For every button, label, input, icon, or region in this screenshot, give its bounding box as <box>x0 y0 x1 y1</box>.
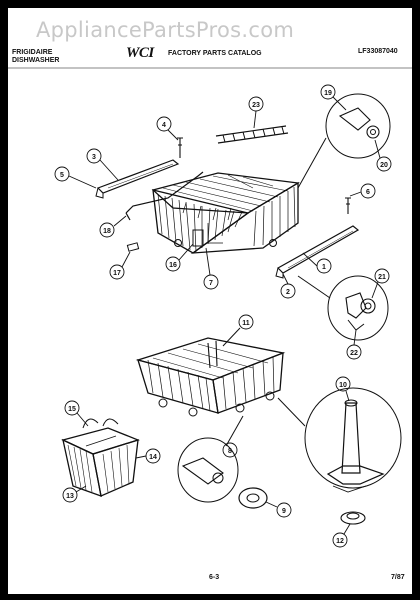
part-16-bracket <box>192 229 204 247</box>
callout-5: 5 <box>54 166 97 189</box>
callout-21-label: 21 <box>378 274 386 281</box>
callout-4: 4 <box>156 116 179 141</box>
diagram-sheet: AppliancePartsPros.com FRIGIDAIRE DISHWA… <box>8 8 412 594</box>
part-12-cap <box>340 511 366 525</box>
parts-diagram: 1 2 3 4 <box>8 67 412 548</box>
callout-6-label: 6 <box>366 189 370 196</box>
callout-17-label: 17 <box>113 270 121 277</box>
callout-4-label: 4 <box>162 122 166 129</box>
part-6-stud <box>345 197 351 214</box>
callout-19: 19 <box>320 84 347 111</box>
callout-6: 6 <box>349 183 376 199</box>
page-number: 6-3 <box>209 574 220 581</box>
part-23-cup-shelf <box>215 125 289 144</box>
callout-13-label: 13 <box>66 493 74 500</box>
callout-22-label: 22 <box>350 350 358 357</box>
callout-16-label: 16 <box>169 262 177 269</box>
brand-line-1: FRIGIDAIRE <box>12 49 53 56</box>
model-number: LF33087040 <box>358 48 398 55</box>
callout-8: 8 <box>222 442 238 458</box>
callout-2-label: 2 <box>286 289 290 296</box>
callout-19-label: 19 <box>324 90 332 97</box>
wash-tower <box>277 387 402 493</box>
silverware-basket <box>61 418 140 497</box>
callout-9: 9 <box>265 501 292 518</box>
callout-18: 18 <box>99 215 127 238</box>
callout-11-label: 11 <box>242 320 250 327</box>
callout-17: 17 <box>109 251 131 280</box>
callout-16: 16 <box>165 243 194 272</box>
callout-23-label: 23 <box>252 102 260 109</box>
callout-7-label: 7 <box>209 280 213 287</box>
part-1-rack-rail-right <box>275 225 360 279</box>
callout-12-label: 12 <box>336 538 344 545</box>
catalog-date: 7/87 <box>391 574 405 581</box>
callout-10: 10 <box>335 376 351 402</box>
callout-9-label: 9 <box>282 508 286 515</box>
callout-5-label: 5 <box>60 172 64 179</box>
callout-18-label: 18 <box>103 228 111 235</box>
part-17-clip <box>126 242 140 252</box>
callout-10-label: 10 <box>339 382 347 389</box>
brand-line-2: DISHWASHER <box>12 57 60 64</box>
callout-3-label: 3 <box>92 154 96 161</box>
callout-20-label: 20 <box>380 162 388 169</box>
callout-8-label: 8 <box>228 448 232 455</box>
callout-14: 14 <box>135 448 161 464</box>
watermark-text: AppliancePartsPros.com <box>36 18 295 42</box>
callout-23: 23 <box>248 96 264 129</box>
callout-13: 13 <box>62 485 87 503</box>
callout-7: 7 <box>203 247 219 290</box>
lower-rack <box>135 337 286 417</box>
part-3-rack-rail <box>95 159 180 199</box>
detail-21-22-roller <box>297 275 389 341</box>
callout-15-label: 15 <box>68 406 76 413</box>
callout-15: 15 <box>64 400 89 427</box>
part-4-stud <box>177 137 183 158</box>
wci-logo: WCI <box>126 45 154 61</box>
callout-12: 12 <box>332 523 351 548</box>
callout-11: 11 <box>238 314 254 330</box>
part-9-wheel <box>238 487 268 509</box>
callout-22: 22 <box>346 329 362 360</box>
callout-bubbles: 1 2 3 4 <box>54 84 392 548</box>
part-18-wire-arm <box>125 171 204 221</box>
upper-rack <box>151 172 300 254</box>
callout-2: 2 <box>280 273 296 299</box>
callout-14-label: 14 <box>149 454 157 461</box>
callout-1-label: 1 <box>322 264 326 271</box>
callout-1: 1 <box>302 252 332 274</box>
detail-8-bearing <box>177 415 244 503</box>
callout-21: 21 <box>371 268 390 299</box>
callout-3: 3 <box>86 148 119 181</box>
callout-20: 20 <box>374 139 392 172</box>
detail-19-20-roller <box>297 93 391 189</box>
catalog-title: FACTORY PARTS CATALOG <box>168 50 262 57</box>
